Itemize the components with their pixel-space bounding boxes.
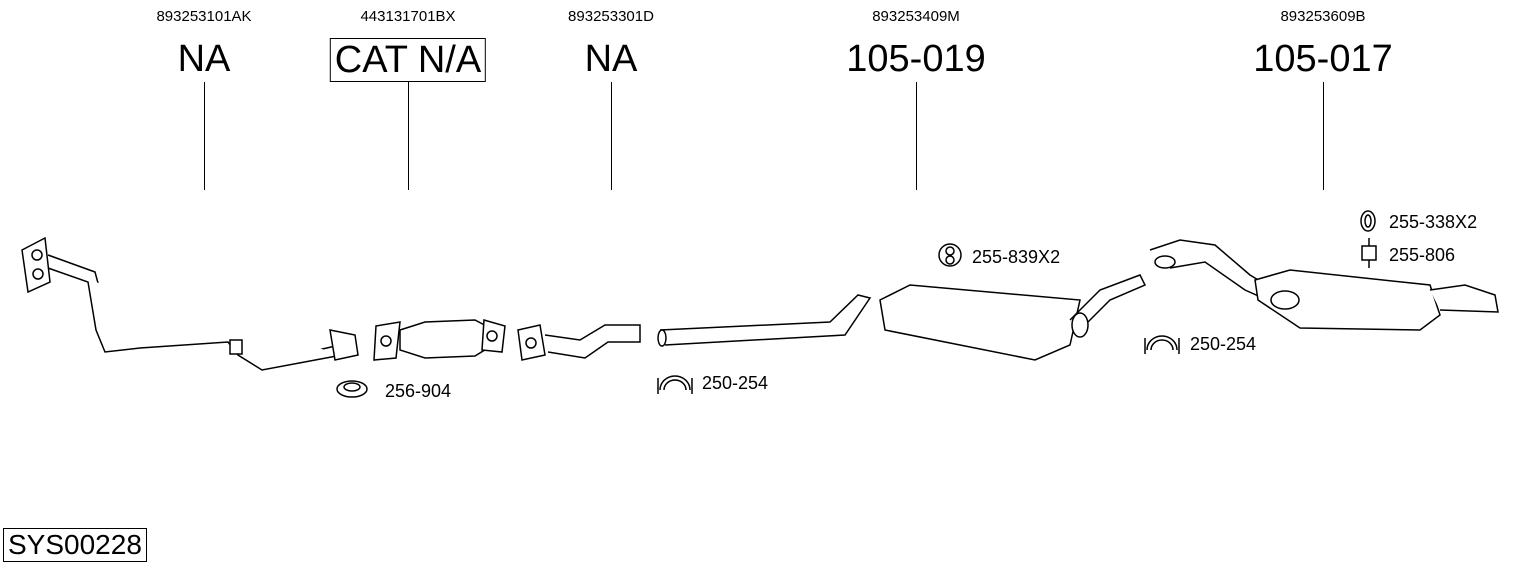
accessory-label: 255-338X2 [1389, 212, 1478, 232]
rubber-ring-icon [1360, 210, 1376, 232]
leader-line [1323, 82, 1324, 190]
front-pipe [21, 236, 359, 371]
oe-number: 893253609B [1280, 8, 1366, 25]
accessory-label: 250-254 [702, 373, 769, 393]
part-ref: 105-019 [846, 38, 986, 80]
oe-number: 893253409M [872, 8, 960, 25]
system-code: SYS00228 [3, 528, 147, 562]
oe-number: 893253301D [568, 8, 654, 25]
accessory-label: 250-254 [1190, 334, 1257, 354]
oe-number: 443131701BX [360, 8, 456, 25]
leader-line [916, 82, 917, 190]
part-ref: NA [177, 38, 231, 80]
part-ref: 105-017 [1253, 38, 1393, 80]
rear-silencer [1149, 239, 1499, 331]
catalytic-converter [373, 319, 506, 361]
gasket-ring-icon [336, 380, 368, 398]
accessory-label: 255-806 [1389, 245, 1456, 265]
leader-line [611, 82, 612, 190]
rubber-hanger-icon [938, 243, 962, 267]
leader-line [204, 82, 205, 190]
part-ref: CAT N/A [329, 38, 487, 82]
clamp-icon [1144, 335, 1180, 354]
accessory-label: 256-904 [385, 381, 452, 401]
oe-number: 893253101AK [156, 8, 252, 25]
accessory-label: 255-839X2 [972, 247, 1061, 267]
leader-line [408, 82, 409, 190]
intermediate-pipe [517, 324, 641, 361]
middle-silencer [657, 274, 1147, 361]
part-ref: NA [584, 38, 638, 80]
clamp-icon [657, 375, 693, 394]
mount-icon [1361, 238, 1377, 268]
